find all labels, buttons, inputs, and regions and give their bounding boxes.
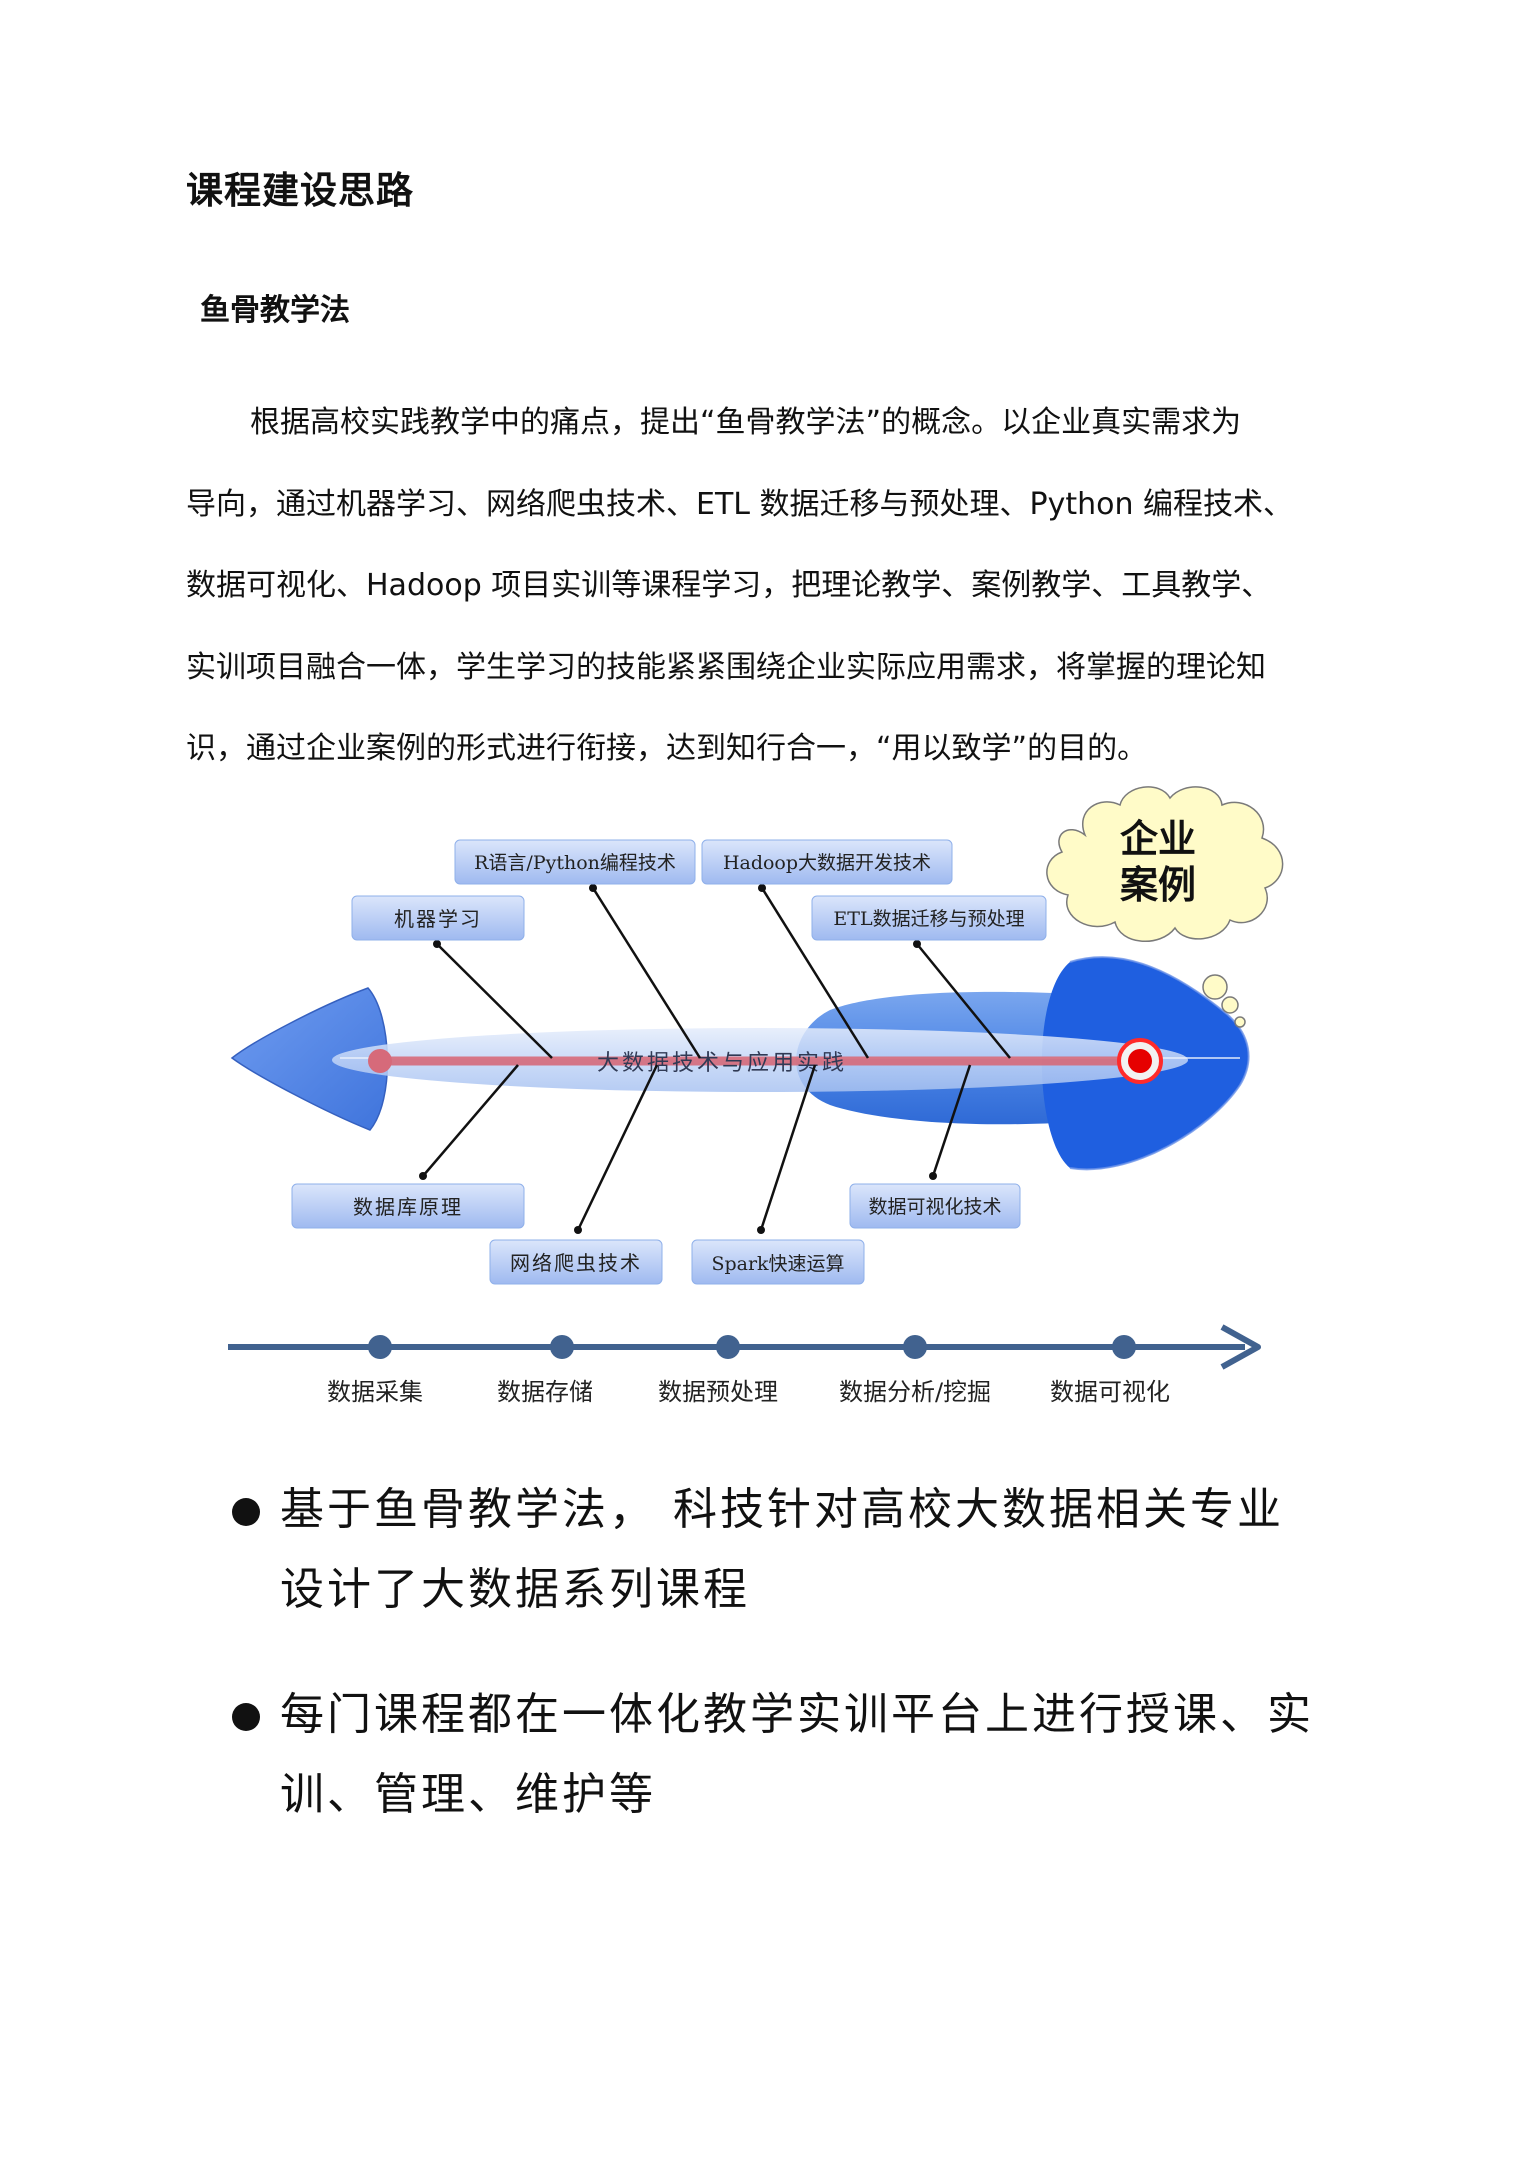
paragraph-line: 实训项目融合一体，学生学习的技能紧紧围绕企业实际应用需求，将掌握的理论知 bbox=[186, 649, 1266, 685]
label-hadoop-text: Hadoop大数据开发技术 bbox=[723, 852, 931, 874]
page-title: 课程建设思路 bbox=[186, 169, 414, 212]
timeline-node bbox=[1112, 1335, 1136, 1359]
data-pipeline-timeline: 数据采集 数据存储 数据预处理 数据分析/挖掘 数据可视化 bbox=[228, 1324, 1261, 1406]
cloud-line-1: 企业 bbox=[1120, 817, 1196, 861]
label-crawler-text: 网络爬虫技术 bbox=[510, 1251, 642, 1275]
label-r-python: R语言/Python编程技术 bbox=[454, 839, 696, 885]
timeline-node bbox=[903, 1335, 927, 1359]
bone-r-python bbox=[591, 887, 702, 1059]
bone-crawler bbox=[576, 1064, 659, 1231]
label-db-text: 数据库原理 bbox=[353, 1195, 463, 1219]
label-crawler: 网络爬虫技术 bbox=[489, 1239, 663, 1285]
bone-viz bbox=[931, 1064, 972, 1177]
timeline-label: 数据预处理 bbox=[658, 1378, 778, 1406]
intro-paragraph: 根据高校实践教学中的痛点，提出“鱼骨教学法”的概念。以企业真实需求为 导向，通过… bbox=[186, 382, 1326, 790]
fishbone-diagram: 大数据技术与应用实践 机器学习 R语言/Python编程技术 Hadoop大数据… bbox=[228, 786, 1284, 1406]
bullet-line: 基于鱼骨教学法， 科技针对高校大数据相关专业 bbox=[280, 1484, 1284, 1535]
bullet-dot-icon bbox=[232, 1498, 260, 1526]
paragraph-line: 根据高校实践教学中的痛点，提出“鱼骨教学法”的概念。以企业真实需求为 bbox=[250, 405, 1242, 440]
label-r-python-text: R语言/Python编程技术 bbox=[474, 852, 676, 874]
bullet-line: 设计了大数据系列课程 bbox=[280, 1564, 750, 1615]
bullet-line: 训、管理、维护等 bbox=[280, 1769, 656, 1820]
bone-ml bbox=[436, 943, 553, 1059]
bone-db bbox=[422, 1064, 519, 1177]
section-title: 鱼骨教学法 bbox=[200, 293, 350, 328]
label-spark: Spark快速运算 bbox=[691, 1239, 865, 1285]
bullet-dot-icon bbox=[232, 1703, 260, 1731]
bullet-line: 每门课程都在一体化教学实训平台上进行授课、实 bbox=[280, 1689, 1314, 1740]
bullet-list: 基于鱼骨教学法， 科技针对高校大数据相关专业 设计了大数据系列课程 每门课程都在… bbox=[232, 1470, 1332, 1880]
paragraph-line: 数据可视化、Hadoop 项目实训等课程学习，把理论教学、案例教学、工具教学、 bbox=[186, 568, 1272, 603]
label-etl: ETL数据迁移与预处理 bbox=[811, 895, 1047, 941]
bullet-item: 基于鱼骨教学法， 科技针对高校大数据相关专业 设计了大数据系列课程 bbox=[232, 1470, 1332, 1630]
spine-label: 大数据技术与应用实践 bbox=[597, 1051, 847, 1076]
spine-tail-node bbox=[368, 1049, 392, 1073]
timeline-node bbox=[716, 1335, 740, 1359]
bone-spark bbox=[759, 1064, 817, 1231]
timeline-label: 数据存储 bbox=[497, 1378, 593, 1406]
paragraph-line: 识，通过企业案例的形式进行衔接，达到知行合一，“用以致学”的目的。 bbox=[186, 731, 1148, 766]
timeline-label: 数据分析/挖掘 bbox=[839, 1378, 991, 1406]
label-viz-text: 数据可视化技术 bbox=[868, 1196, 1001, 1218]
bone-etl bbox=[916, 943, 1011, 1059]
label-hadoop: Hadoop大数据开发技术 bbox=[701, 839, 953, 885]
bone-hadoop bbox=[760, 887, 870, 1059]
timeline-label: 数据可视化 bbox=[1050, 1378, 1170, 1406]
timeline-node bbox=[368, 1335, 392, 1359]
label-db: 数据库原理 bbox=[291, 1183, 525, 1229]
label-spark-text: Spark快速运算 bbox=[711, 1253, 844, 1275]
bullet-item: 每门课程都在一体化教学实训平台上进行授课、实 训、管理、维护等 bbox=[232, 1675, 1332, 1835]
label-ml-text: 机器学习 bbox=[394, 907, 482, 931]
enterprise-case-cloud: 企业 案例 bbox=[1046, 786, 1284, 1028]
cloud-line-2: 案例 bbox=[1120, 863, 1196, 907]
timeline-label: 数据采集 bbox=[327, 1378, 423, 1406]
timeline-node bbox=[550, 1335, 574, 1359]
label-ml: 机器学习 bbox=[351, 895, 525, 941]
timeline-arrowhead bbox=[1220, 1324, 1261, 1370]
label-etl-text: ETL数据迁移与预处理 bbox=[833, 908, 1024, 930]
label-viz: 数据可视化技术 bbox=[849, 1183, 1021, 1229]
paragraph-line: 导向，通过机器学习、网络爬虫技术、ETL 数据迁移与预处理、Python 编程技… bbox=[186, 486, 1294, 522]
